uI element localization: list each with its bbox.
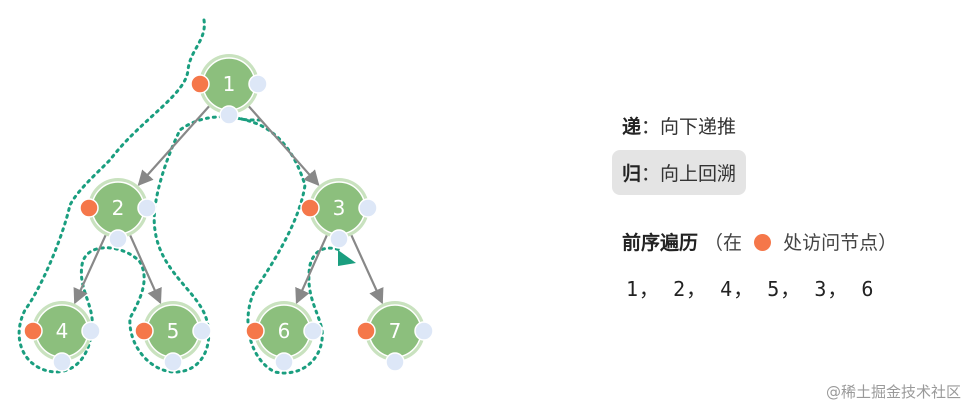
visit-dot-left <box>23 321 43 341</box>
tree-node-5: 5 <box>134 301 212 372</box>
aux-dot-bottom <box>219 105 239 125</box>
aux-dot-right <box>192 321 212 341</box>
edge-3-7 <box>350 234 384 305</box>
visit-dot-left <box>300 198 320 218</box>
backtrack-term: 归 <box>622 163 642 185</box>
tree-node-7: 7 <box>356 301 434 372</box>
visit-dot-left <box>245 321 265 341</box>
aux-dot-right <box>358 198 378 218</box>
visit-dot-left <box>79 198 99 218</box>
legend-traversal: 前序遍历 （在 处访问节点） <box>622 228 897 255</box>
watermark: @稀土掘金技术社区 <box>825 383 961 401</box>
visit-dot-left <box>134 321 154 341</box>
aux-dot-bottom <box>274 352 294 372</box>
backtrack-desc: ：向上回溯 <box>641 163 737 185</box>
aux-dot-right <box>414 321 434 341</box>
traversal-trace <box>17 18 342 375</box>
edge-2-4 <box>73 234 107 305</box>
recursion-desc: ：向下递推 <box>641 116 737 138</box>
node-label: 1 <box>223 72 236 96</box>
aux-dot-bottom <box>385 352 405 372</box>
traversal-note-close: 处访问节点） <box>777 232 898 254</box>
visit-dot-icon <box>754 234 772 251</box>
legend-recursion: 递：向下递推 <box>622 112 736 139</box>
edge-3-6 <box>295 234 328 305</box>
edge-2-5 <box>129 234 162 305</box>
aux-dot-bottom <box>108 229 128 249</box>
trace-end-arrow <box>338 250 356 266</box>
tree-node-4: 4 <box>23 301 101 372</box>
traversal-title: 前序遍历 <box>622 232 699 254</box>
traversal-sequence: 1， 2， 4， 5， 3， 6 <box>626 277 875 301</box>
tree-edges <box>73 105 384 305</box>
recursion-term: 递 <box>622 116 642 138</box>
tree-nodes: 1 2 3 4 5 6 7 <box>23 54 434 372</box>
tree-node-6: 6 <box>245 301 323 372</box>
traversal-note-open: （在 <box>698 232 749 254</box>
node-label: 2 <box>112 196 125 220</box>
edge-1-3 <box>248 105 320 186</box>
tree-node-3: 3 <box>300 178 378 249</box>
tree-node-1: 1 <box>190 54 268 125</box>
visit-dot-left <box>190 74 210 94</box>
node-label: 5 <box>167 319 180 343</box>
tree-node-2: 2 <box>79 178 157 249</box>
aux-dot-bottom <box>52 352 72 372</box>
node-label: 4 <box>56 319 69 343</box>
aux-dot-right <box>248 74 268 94</box>
aux-dot-bottom <box>329 229 349 249</box>
traversal-trace-inner <box>216 108 262 122</box>
node-label: 6 <box>278 319 291 343</box>
aux-dot-right <box>81 321 101 341</box>
aux-dot-bottom <box>163 352 183 372</box>
visit-dot-left <box>356 321 376 341</box>
aux-dot-right <box>303 321 323 341</box>
legend-backtrack: 归：向上回溯 <box>612 150 747 195</box>
node-label: 7 <box>389 319 402 343</box>
node-label: 3 <box>333 196 346 220</box>
aux-dot-right <box>137 198 157 218</box>
edge-1-2 <box>137 105 210 187</box>
